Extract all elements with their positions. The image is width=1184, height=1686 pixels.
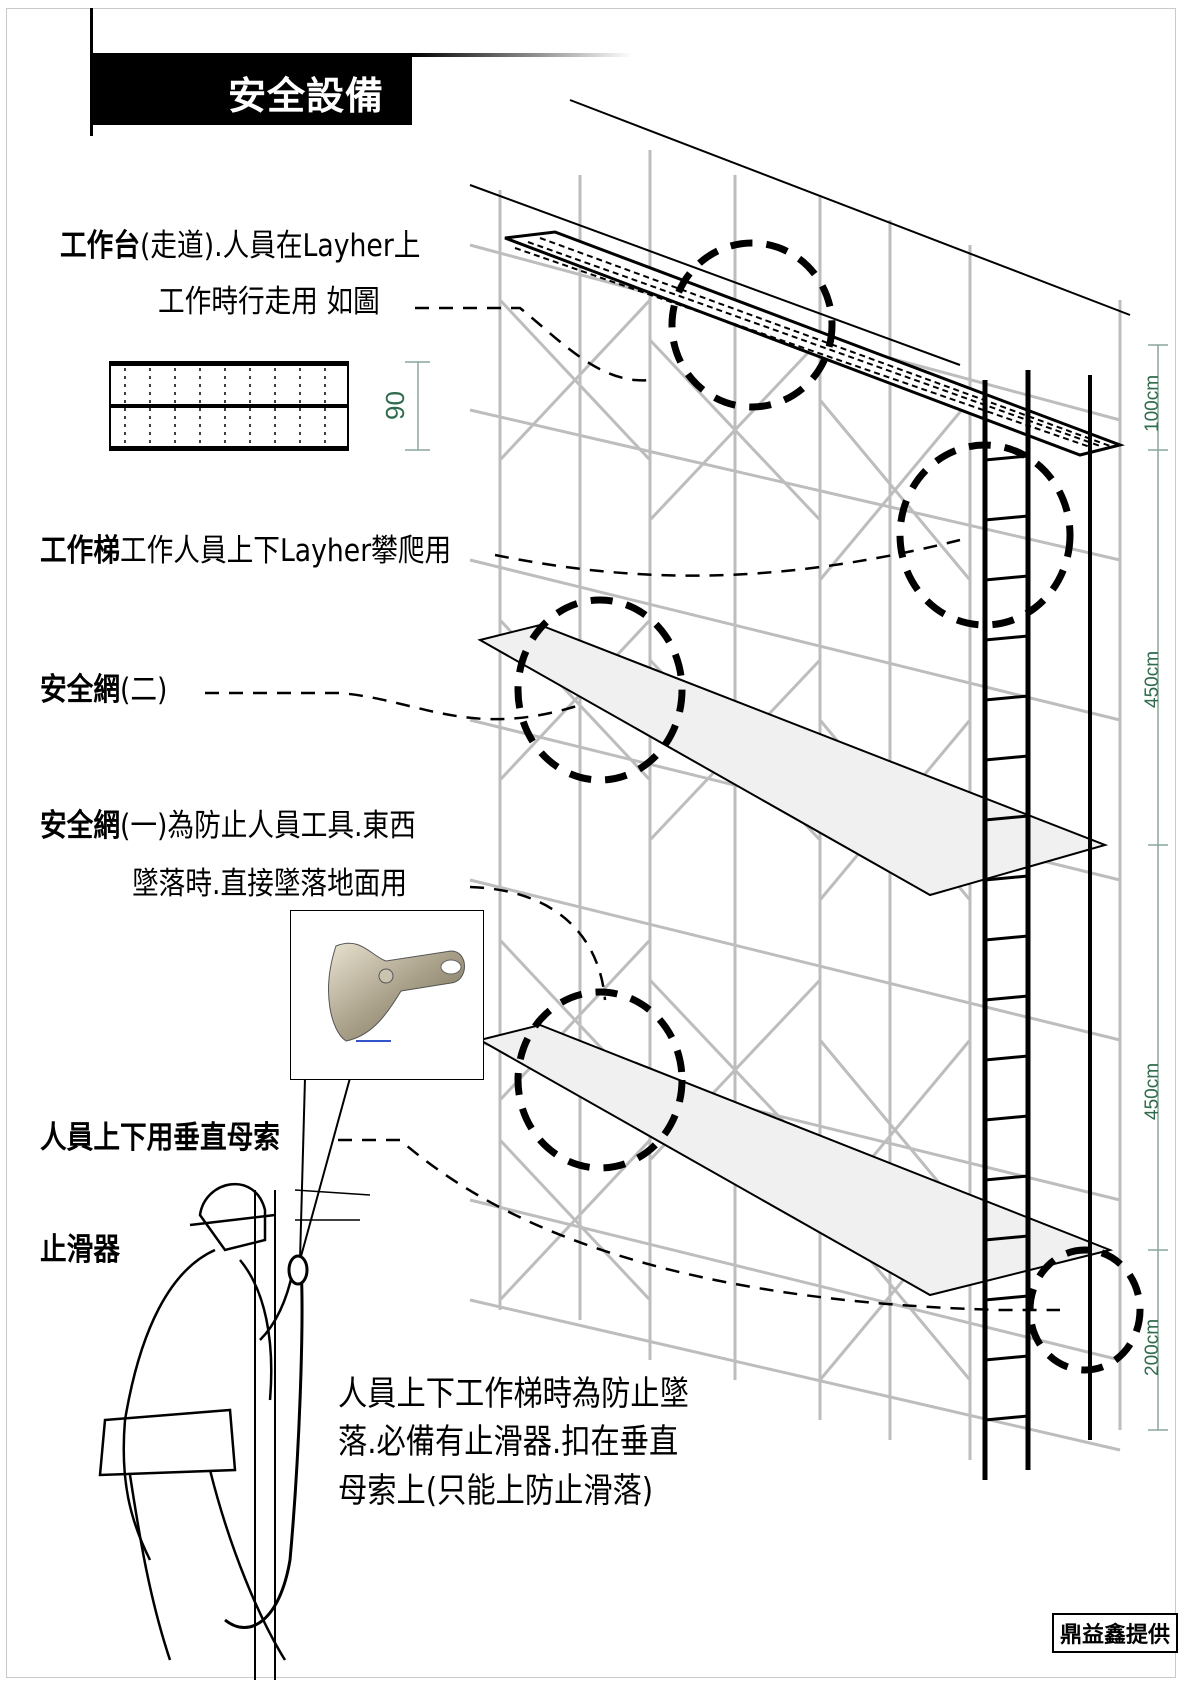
net2-label-bold: 安全網 xyxy=(40,672,120,708)
credit-box: 鼎益鑫提供 xyxy=(1052,1613,1179,1653)
rope-grab-photo xyxy=(290,910,484,1080)
worker-illustration xyxy=(98,1182,371,1680)
net2-label: 安全網(二) xyxy=(40,672,167,709)
safety-net-1 xyxy=(477,1023,1114,1297)
rope-label-bold: 人員上下用垂直母索 xyxy=(40,1120,280,1156)
safety-net-2 xyxy=(477,623,1109,897)
highlight-circles xyxy=(514,239,1144,1374)
platform-label: 工作台(走道).人員在Layher上 xyxy=(60,228,420,265)
title-rule xyxy=(90,8,93,136)
page-frame xyxy=(6,8,1176,1678)
dimension-lines xyxy=(1148,344,1168,1431)
callout-pointer xyxy=(299,1077,352,1261)
ladder-label-bold: 工作梯 xyxy=(40,533,120,569)
net1-label-bold: 安全網 xyxy=(40,808,120,844)
platform-label-line2: 工作時行走用 如圖 xyxy=(158,284,380,320)
platform-label-bold: 工作台 xyxy=(60,228,140,264)
net1-highlight xyxy=(514,988,686,1172)
note-line-3: 母索上(只能上防止滑落) xyxy=(338,1470,654,1511)
net1-label: 安全網(一)為防止人員工具.東西 xyxy=(40,808,416,845)
stopper-label: 止滑器 xyxy=(40,1232,120,1269)
dimension-450cm-lower: 450cm xyxy=(1142,1062,1163,1120)
dimension-100cm: 100cm xyxy=(1142,374,1163,432)
platform-label-rest: (走道).人員在Layher上 xyxy=(139,228,421,264)
page-title: 安全設備 xyxy=(227,74,384,118)
work-ladder xyxy=(982,370,1092,1480)
dimension-450cm-upper: 450cm xyxy=(1142,650,1163,708)
rope-label: 人員上下用垂直母索 xyxy=(40,1120,280,1157)
top-rails xyxy=(469,99,1131,366)
net1-label-rest: (一)為防止人員工具.東西 xyxy=(119,808,416,844)
fall-arrest-note: 人員上下工作梯時為防止墜 落.必備有止滑器.扣在垂直 母索上(只能上防止滑落) xyxy=(338,1370,689,1515)
leader-lines xyxy=(205,306,1060,1312)
ladder-label-rest: 工作人員上下Layher攀爬用 xyxy=(119,533,452,569)
net2-label-rest: (二) xyxy=(119,672,168,708)
plank-detail xyxy=(109,361,430,451)
note-line-1: 人員上下工作梯時為防止墜 xyxy=(338,1374,689,1414)
plank-width-label: 90 xyxy=(380,391,410,420)
net2-highlight xyxy=(514,596,686,784)
net1-label-line2: 墜落時.直接墜落地面用 xyxy=(132,866,408,902)
ladder-label: 工作梯工作人員上下Layher攀爬用 xyxy=(40,533,451,570)
ladder-highlight xyxy=(896,441,1074,629)
work-platform xyxy=(504,230,1126,457)
title-banner: 安全設備 xyxy=(92,53,632,125)
rope-grab-icon xyxy=(328,942,465,1042)
stopper-label-bold: 止滑器 xyxy=(40,1232,120,1268)
dimension-200cm: 200cm xyxy=(1142,1318,1163,1376)
note-line-2: 落.必備有止滑器.扣在垂直 xyxy=(338,1422,679,1463)
platform-highlight xyxy=(668,239,836,411)
